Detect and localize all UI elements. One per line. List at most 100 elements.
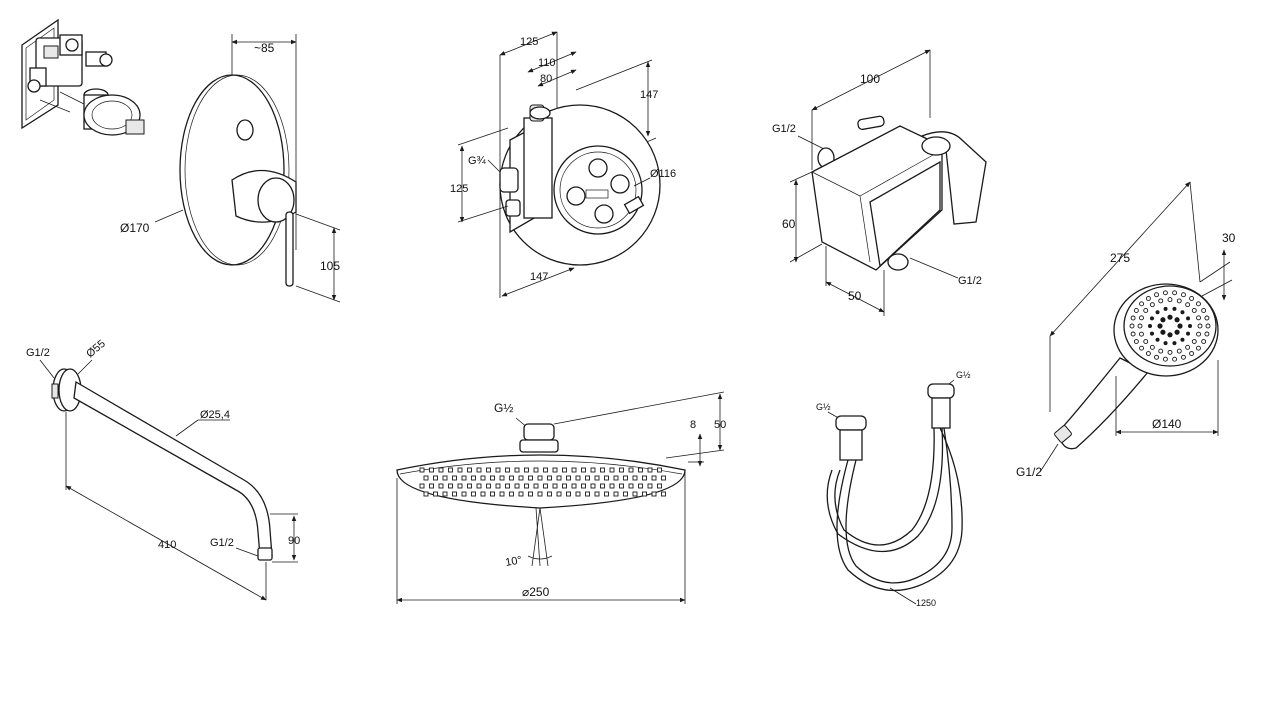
nozzle bbox=[524, 467, 529, 473]
hand-shower-nozzles bbox=[1129, 290, 1211, 362]
nozzle bbox=[600, 483, 605, 489]
nozzle bbox=[628, 483, 634, 489]
nozzle bbox=[1172, 306, 1177, 311]
nozzle bbox=[1145, 351, 1151, 356]
nozzle bbox=[1186, 331, 1191, 336]
nozzle bbox=[490, 475, 495, 481]
nozzle bbox=[533, 467, 539, 473]
nozzle bbox=[533, 483, 539, 489]
nozzle bbox=[476, 483, 482, 489]
box-height-top-label: 147 bbox=[640, 89, 658, 101]
nozzle bbox=[537, 491, 543, 497]
wall-outlet-drawing: 100 G1/2 G1/2 60 50 bbox=[772, 49, 987, 316]
nozzle bbox=[1204, 315, 1210, 321]
nozzle bbox=[552, 483, 558, 489]
nozzle bbox=[1185, 344, 1191, 350]
hand-shower-diameter-label: Ø140 bbox=[1152, 417, 1182, 431]
nozzle bbox=[638, 483, 643, 489]
hand-shower-thickness-label: 30 bbox=[1222, 231, 1236, 245]
nozzle bbox=[657, 483, 662, 489]
nozzle bbox=[642, 475, 647, 481]
nozzle bbox=[1172, 290, 1178, 296]
nozzle bbox=[1149, 302, 1155, 308]
nozzle bbox=[604, 475, 609, 481]
nozzle bbox=[1201, 339, 1207, 344]
nozzle bbox=[642, 491, 647, 497]
nozzle bbox=[429, 483, 434, 489]
nozzle bbox=[419, 483, 425, 489]
nozzle bbox=[619, 483, 624, 489]
nozzle bbox=[1139, 345, 1145, 351]
nozzle bbox=[1201, 308, 1207, 313]
nozzle bbox=[1196, 315, 1201, 321]
nozzle bbox=[448, 467, 453, 473]
nozzle bbox=[1189, 296, 1195, 301]
nozzle bbox=[433, 491, 438, 497]
nozzle bbox=[647, 483, 653, 489]
nozzle bbox=[486, 483, 491, 489]
overhead-height-label: 50 bbox=[714, 419, 726, 431]
nozzle bbox=[661, 491, 666, 497]
overhead-thickness-label: 8 bbox=[690, 419, 696, 431]
nozzle bbox=[556, 475, 562, 481]
nozzle bbox=[590, 467, 596, 473]
mixer-height-label: 105 bbox=[320, 259, 340, 273]
nozzle bbox=[1160, 329, 1166, 335]
nozzle bbox=[651, 475, 657, 481]
nozzle bbox=[1149, 331, 1154, 336]
nozzle bbox=[438, 467, 444, 473]
box-height-side-label: 125 bbox=[450, 183, 468, 195]
mixer-valve-drawing: ~85 Ø170 105 bbox=[120, 34, 340, 303]
nozzle bbox=[1162, 356, 1168, 362]
nozzle bbox=[442, 491, 448, 497]
outlet-depth-label: 50 bbox=[848, 289, 862, 303]
nozzle bbox=[528, 475, 533, 481]
box-width-mid-label: 110 bbox=[538, 57, 556, 69]
nozzle bbox=[1205, 323, 1211, 329]
box-width-outer-label: 125 bbox=[520, 36, 538, 48]
nozzle bbox=[1195, 345, 1201, 351]
nozzle bbox=[632, 491, 638, 497]
nozzle bbox=[476, 467, 482, 473]
nozzle bbox=[1143, 308, 1149, 313]
outlet-length-label: 100 bbox=[860, 72, 880, 86]
nozzle bbox=[1130, 315, 1136, 321]
nozzle bbox=[1133, 308, 1139, 313]
nozzle bbox=[1172, 341, 1177, 346]
nozzle bbox=[1149, 344, 1155, 350]
nozzle bbox=[590, 483, 596, 489]
nozzle bbox=[594, 491, 600, 497]
overhead-angle-label: 10° bbox=[504, 554, 522, 569]
arm-length-label: 410 bbox=[158, 539, 176, 551]
concealed-body-iso bbox=[21, 18, 145, 136]
nozzle bbox=[1197, 323, 1203, 329]
nozzle bbox=[1167, 297, 1173, 303]
nozzle bbox=[471, 491, 476, 497]
nozzle bbox=[632, 475, 638, 481]
nozzle bbox=[1154, 354, 1159, 360]
nozzle bbox=[1143, 339, 1149, 344]
nozzle bbox=[480, 475, 486, 481]
nozzle bbox=[1189, 351, 1195, 356]
arm-thread-bottom-label: G1/2 bbox=[210, 537, 234, 549]
box-width-bottom-label: 147 bbox=[530, 271, 548, 283]
nozzle bbox=[609, 467, 615, 473]
nozzle bbox=[429, 467, 434, 473]
nozzle bbox=[514, 483, 520, 489]
nozzle bbox=[1191, 339, 1197, 344]
nozzle bbox=[1181, 292, 1186, 298]
nozzle bbox=[467, 483, 472, 489]
nozzle bbox=[619, 467, 624, 473]
nozzle bbox=[556, 491, 562, 497]
outlet-height-label: 60 bbox=[782, 217, 796, 231]
nozzle bbox=[1176, 348, 1182, 354]
nozzle bbox=[1157, 323, 1163, 329]
nozzle bbox=[647, 467, 653, 473]
hose-thread-right-label: G½ bbox=[956, 370, 971, 380]
nozzle bbox=[552, 467, 558, 473]
nozzle bbox=[1204, 331, 1210, 337]
nozzle bbox=[1188, 324, 1192, 328]
nozzle bbox=[1176, 298, 1182, 304]
nozzle bbox=[442, 475, 448, 481]
nozzle bbox=[585, 491, 590, 497]
